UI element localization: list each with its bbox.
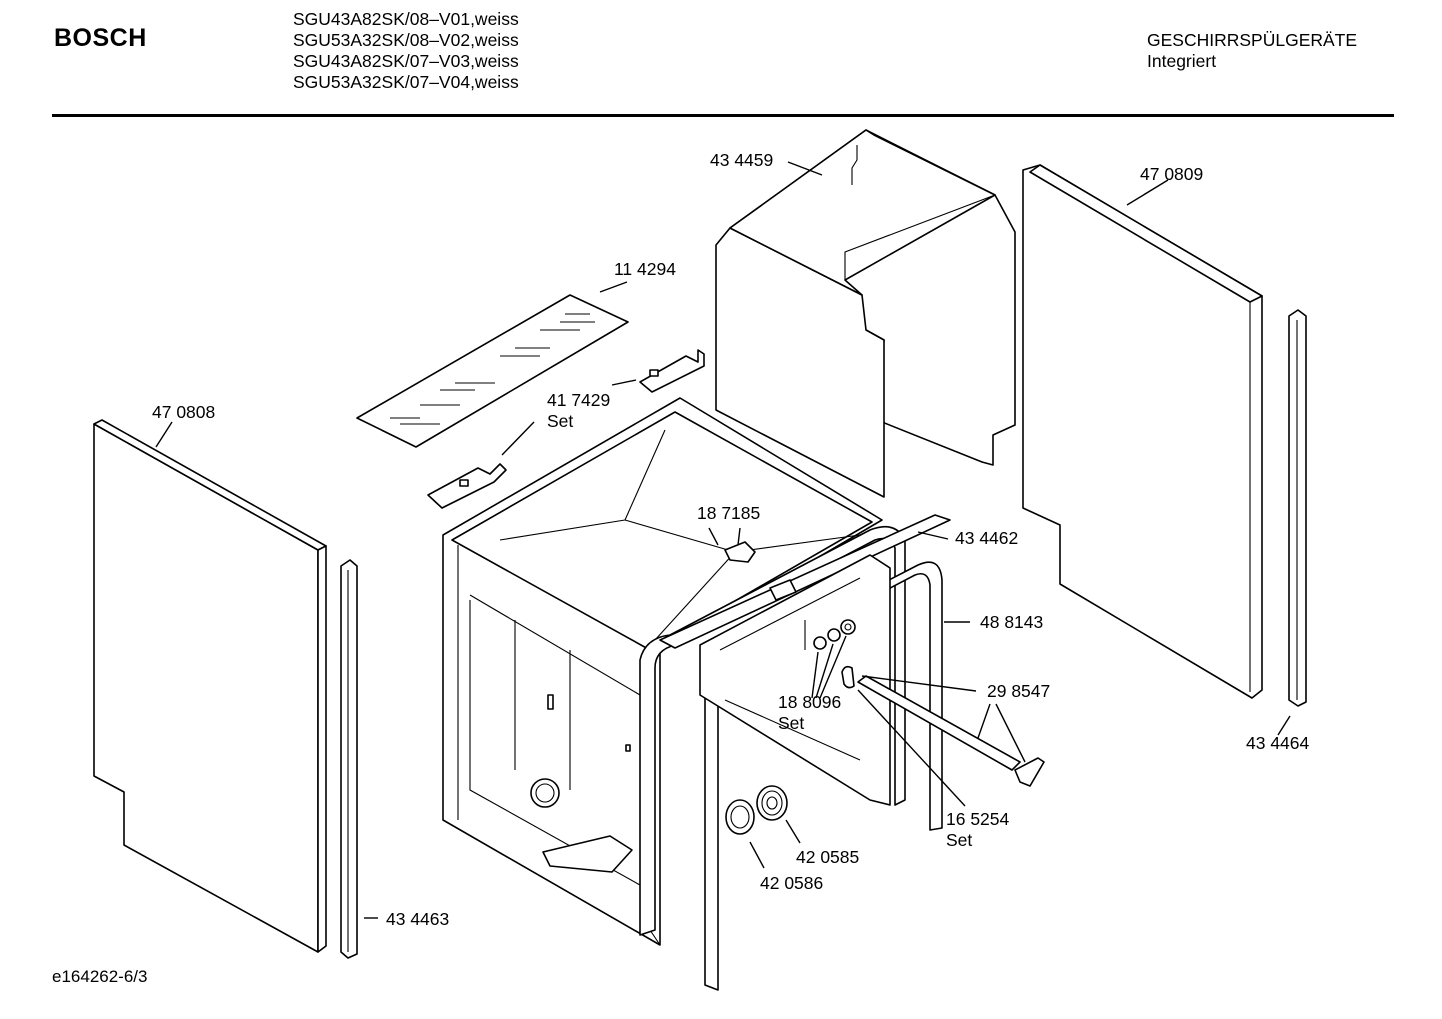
part-set-label: Set xyxy=(547,411,573,431)
part-number-label: 43 4464 xyxy=(1246,733,1310,753)
trim-strip-left xyxy=(340,559,358,959)
part-number-label: 16 5254 xyxy=(946,809,1010,829)
part-set-label: Set xyxy=(778,713,804,733)
model-line: SGU53A32SK/08–V02,weiss xyxy=(293,30,519,50)
model-line: SGU43A82SK/07–V03,weiss xyxy=(293,51,519,71)
part-number-label: 43 4459 xyxy=(710,150,773,170)
brand-logo: BOSCH xyxy=(54,24,147,52)
screw-set xyxy=(813,619,856,650)
category-block: GESCHIRRSPÜLGERÄTE Integriert xyxy=(1147,30,1357,72)
front-seal-frame xyxy=(639,514,951,936)
model-list: SGU43A82SK/08–V01,weiss SGU53A32SK/08–V0… xyxy=(293,9,519,93)
part-set-label: Set xyxy=(946,830,972,850)
part-number-label: 47 0809 xyxy=(1140,164,1203,184)
tub-rear-panel xyxy=(699,554,891,806)
part-number-label: 29 8547 xyxy=(987,681,1050,701)
part-number-label: 11 4294 xyxy=(614,259,676,279)
part-number-label: 18 8096 xyxy=(778,692,841,712)
header-divider xyxy=(52,114,1394,117)
hinge-set xyxy=(427,349,705,509)
category-subtitle: Integriert xyxy=(1147,51,1217,71)
model-line: SGU53A32SK/07–V04,weiss xyxy=(293,72,519,92)
tub-body xyxy=(442,397,883,946)
part-number-label: 48 8143 xyxy=(980,612,1043,632)
category-title: GESCHIRRSPÜLGERÄTE xyxy=(1147,30,1358,50)
part-number-label: 43 4462 xyxy=(955,528,1018,548)
top-cover xyxy=(715,129,1016,498)
part-number-label: 42 0585 xyxy=(796,847,859,867)
model-line: SGU43A82SK/08–V01,weiss xyxy=(293,9,519,29)
part-number-label: 18 7185 xyxy=(697,503,760,523)
seal-rings xyxy=(725,785,788,835)
leader-lines xyxy=(155,161,1291,919)
drawing-id: e164262-6/3 xyxy=(52,967,148,986)
door-rail xyxy=(841,665,1045,787)
part-number-label: 47 0808 xyxy=(152,402,215,422)
trim-strip-right xyxy=(1288,309,1307,707)
part-number-label: 42 0586 xyxy=(760,873,823,893)
side-panel-right xyxy=(1022,164,1263,699)
side-panel-left xyxy=(93,419,327,953)
part-labels: 43 4459 47 0809 11 4294 41 7429 Set 47 0… xyxy=(152,150,1310,929)
insulation-foil xyxy=(356,294,629,448)
clip-part xyxy=(724,541,797,601)
part-number-label: 41 7429 xyxy=(547,390,610,410)
part-number-label: 43 4463 xyxy=(386,909,449,929)
